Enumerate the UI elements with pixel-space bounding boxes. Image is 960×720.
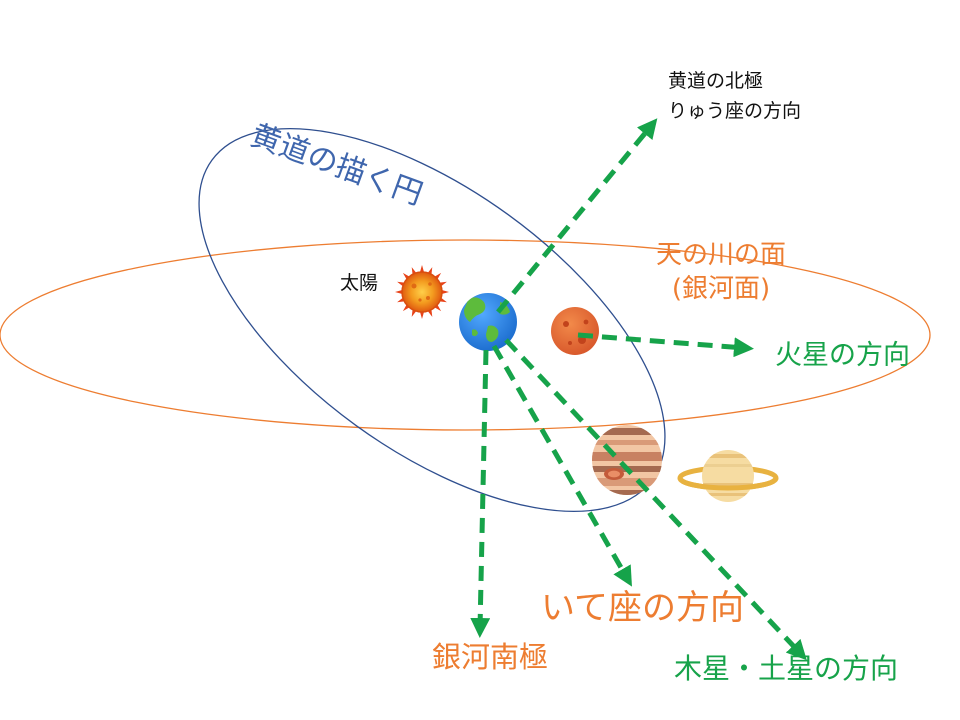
ecliptic-orbit-ellipse	[198, 127, 666, 513]
ecliptic-north-pole-label: 黄道の北極 りゅう座の方向	[668, 66, 801, 126]
galactic-plane-ellipse	[0, 239, 931, 431]
jupiter-saturn-direction-label: 木星・土星の方向	[674, 652, 899, 685]
ecliptic-north-pole-line1: 黄道の北極	[668, 70, 764, 92]
sagittarius-direction-label: いて座の方向	[541, 588, 744, 628]
milky-way-plane-label: 天の川の面 (銀河面)	[636, 238, 806, 306]
arrow-sagittarius	[491, 344, 632, 587]
saturn-icon	[677, 450, 779, 502]
milky-way-plane-line2: (銀河面)	[671, 274, 771, 304]
arrow-mars-direction	[577, 332, 754, 358]
sun-ray	[419, 310, 425, 319]
ecliptic-north-pole-line2: りゅう座の方向	[668, 100, 802, 122]
galactic-south-pole-label: 銀河南極	[432, 640, 549, 674]
sun-label: 太陽	[340, 272, 379, 294]
arrow-galactic-south-pole	[470, 349, 491, 638]
jupiter-icon	[592, 425, 662, 495]
sun-ray	[440, 289, 449, 295]
milky-way-plane-line1: 天の川の面	[655, 240, 786, 270]
sun-ray	[395, 289, 404, 295]
arrow-ecliptic-north	[496, 118, 658, 314]
mars-direction-label: 火星の方向	[775, 340, 910, 371]
sun-ray	[419, 265, 425, 274]
sun-icon	[395, 265, 449, 319]
mars-icon	[551, 307, 599, 355]
